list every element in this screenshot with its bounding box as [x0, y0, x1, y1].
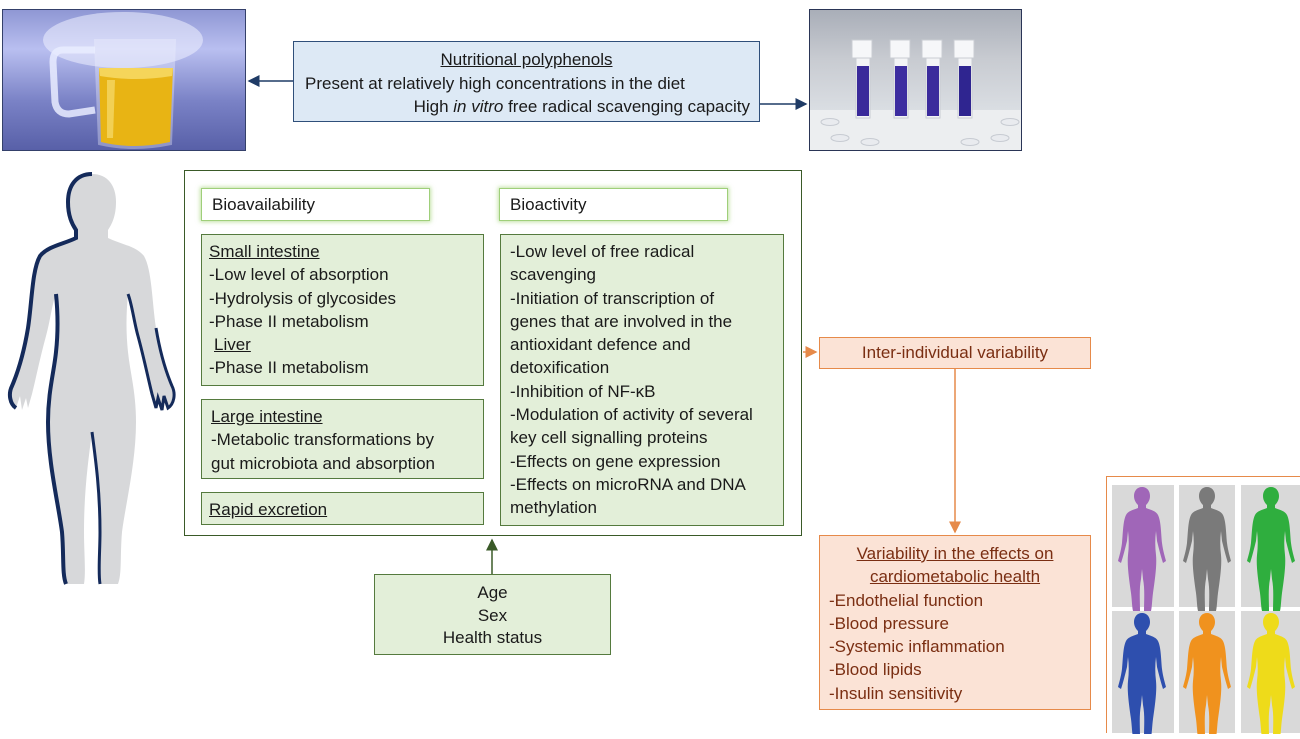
list-item: -Effects on gene expression [510, 451, 721, 471]
liver-title: Liver [214, 335, 251, 355]
factor-age: Age [477, 583, 508, 602]
polyphenols-title: Nutritional polyphenols [440, 50, 613, 69]
list-item: -Modulation of activity of several [510, 405, 753, 425]
list-item: detoxification [510, 358, 610, 378]
list-item: -Blood lipids [829, 660, 922, 680]
bioactivity-box: -Low level of free radical scavenging -I… [500, 234, 784, 526]
list-item: -Endothelial function [829, 590, 984, 610]
variability-title-line2: cardiometabolic health [869, 567, 1041, 587]
list-item: genes that are involved in the [510, 311, 733, 331]
bioactivity-header: Bioactivity [499, 188, 728, 221]
rapid-excretion-label: Rapid excretion [209, 500, 328, 519]
list-item: -Systemic inflammation [829, 637, 1005, 657]
variability-effects-box: Variability in the effects on cardiometa… [819, 535, 1091, 710]
population-figures-panel [1106, 476, 1300, 737]
assay-tubes-photo [809, 9, 1022, 151]
list-item: key cell signalling proteins [510, 428, 708, 448]
list-item: -Phase II metabolism [209, 358, 369, 378]
small-intestine-title: Small intestine [209, 242, 320, 261]
list-item: -Hydrolysis of glycosides [209, 288, 397, 308]
rapid-excretion-box: Rapid excretion [201, 492, 484, 525]
list-item: scavenging [510, 265, 597, 285]
polyphenols-box: Nutritional polyphenols Present at relat… [293, 41, 760, 122]
factor-sex: Sex [477, 605, 508, 625]
factor-health-status: Health status [442, 628, 543, 647]
variability-title-line1: Variability in the effects on [856, 544, 1054, 563]
list-item: -Inhibition of NF-κB [510, 381, 656, 401]
list-item: -Effects on microRNA and DNA [510, 474, 746, 494]
list-item: antioxidant defence and [510, 335, 691, 355]
list-item: -Blood pressure [829, 613, 950, 633]
list-item: -Metabolic transformations by [211, 430, 434, 450]
small-intestine-box: Small intestine -Low level of absorption… [201, 234, 484, 386]
list-item: -Phase II metabolism [209, 311, 369, 331]
inter-individual-variability-box: Inter-individual variability [819, 337, 1091, 369]
list-item: -Low level of absorption [209, 265, 389, 285]
list-item: -Insulin sensitivity [829, 683, 963, 703]
large-intestine-box: Large intestine -Metabolic transformatio… [201, 399, 484, 479]
bioavailability-bioactivity-frame [184, 170, 802, 536]
polyphenols-line1: Present at relatively high concentration… [305, 73, 685, 93]
list-item: -Low level of free radical [510, 242, 695, 261]
polyphenols-line2: High in vitro free radical scavenging ca… [413, 97, 750, 116]
list-item: -Initiation of transcription of [510, 288, 715, 308]
bioavailability-header: Bioavailability [201, 188, 430, 221]
list-item: gut microbiota and absorption [211, 453, 435, 473]
factors-box: Age Sex Health status [374, 574, 611, 655]
urine-cup-photo [2, 9, 246, 151]
population-figures [1112, 485, 1300, 737]
list-item: methylation [510, 498, 597, 518]
large-intestine-title: Large intestine [211, 407, 323, 426]
human-silhouette [7, 172, 176, 585]
